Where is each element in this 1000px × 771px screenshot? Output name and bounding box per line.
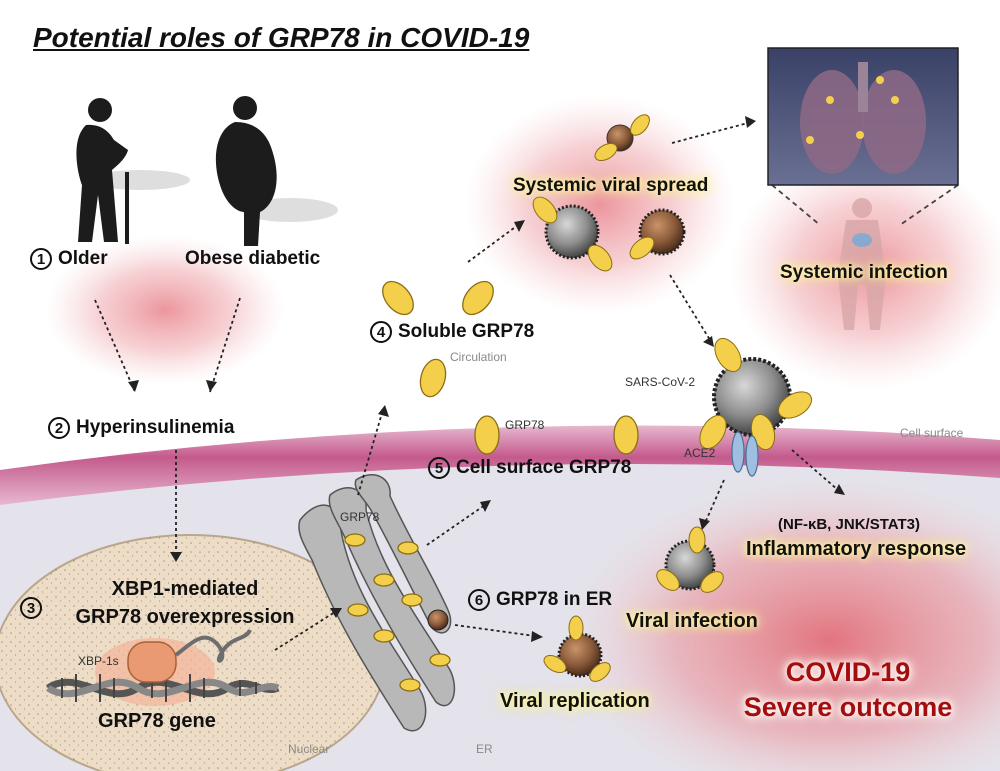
pathway-arrows: [94, 122, 959, 651]
virus-spread-grey: [532, 196, 613, 272]
label-xbp1s: XBP-1s: [78, 654, 119, 668]
step-hyperinsulinemia: 2 Hyperinsulinemia: [48, 417, 234, 439]
label-grp78-golgi: GRP78: [340, 510, 380, 524]
label-systemic-spread: Systemic viral spread: [513, 175, 709, 196]
step-label-soluble: Soluble GRP78: [398, 321, 535, 342]
mrna-strand: [174, 628, 252, 663]
step-label-obese: Obese diabetic: [185, 248, 321, 269]
step-label-overexpression-2: GRP78 overexpression: [75, 606, 295, 628]
page-title: Potential roles of GRP78 in COVID-19: [33, 22, 530, 53]
label-gene: GRP78 gene: [98, 710, 216, 732]
label-er: ER: [476, 742, 493, 756]
ace2-receptors: [731, 431, 759, 477]
step-number: 4: [370, 321, 392, 343]
human-body-silhouette: [838, 198, 886, 330]
outcome-severe: Severe outcome: [743, 692, 953, 722]
virus-sars: [699, 337, 813, 451]
dna-helix: [46, 674, 280, 702]
obese-person-silhouette: [215, 96, 338, 246]
xbp1s-protein: [127, 641, 177, 683]
label-circulation: Circulation: [450, 350, 507, 364]
label-inflammatory-pathways: (NF-κB, JNK/STAT3): [778, 516, 920, 533]
older-person-silhouette: [76, 98, 190, 244]
label-sars-cov-2: SARS-CoV-2: [625, 375, 696, 389]
label-ace2: ACE2: [684, 446, 716, 460]
step-label-cell-surface: Cell surface GRP78: [456, 457, 632, 478]
label-systemic-infection: Systemic infection: [780, 262, 948, 283]
step-label-er: GRP78 in ER: [496, 589, 613, 610]
step-older: 1 Older: [30, 248, 108, 270]
step-obese: Obese diabetic: [185, 248, 320, 270]
step-number: 3: [20, 597, 42, 619]
lungs-inset: [767, 47, 959, 186]
glow-spread: [465, 95, 735, 315]
virus-spread-brown: [629, 208, 686, 260]
step-cell-surface: 5 Cell surface GRP78: [428, 457, 631, 479]
arrow-heads: [128, 116, 845, 642]
step-er: 6 GRP78 in ER: [468, 589, 612, 611]
step-label-older: Older: [58, 248, 108, 269]
step-number: 1: [30, 248, 52, 270]
label-nuclear: Nuclear: [288, 742, 330, 756]
label-inflammatory-response: Inflammatory response: [746, 538, 967, 560]
outcome-covid: COVID-19: [785, 657, 911, 687]
label-cell-surface: Cell surface: [900, 426, 964, 440]
grp78-molecules: [344, 280, 639, 692]
step-number: 2: [48, 417, 70, 439]
glow-risk: [45, 235, 285, 385]
step-number: 5: [428, 457, 450, 479]
virus-infection: [656, 526, 724, 593]
step-label-overexpression-1: XBP1-mediated: [111, 578, 259, 600]
label-grp78-membrane: GRP78: [505, 418, 545, 432]
step-overexpression-number: 3: [20, 597, 42, 619]
virus-replication: [543, 615, 611, 682]
label-viral-replication: Viral replication: [500, 690, 650, 712]
step-label-hyperinsulinemia: Hyperinsulinemia: [76, 417, 235, 438]
virus-spread-top: [594, 114, 650, 162]
step-soluble: 4 Soluble GRP78: [370, 321, 534, 343]
step-number: 6: [468, 589, 490, 611]
virus-er: [427, 609, 449, 631]
label-viral-infection: Viral infection: [626, 610, 758, 632]
